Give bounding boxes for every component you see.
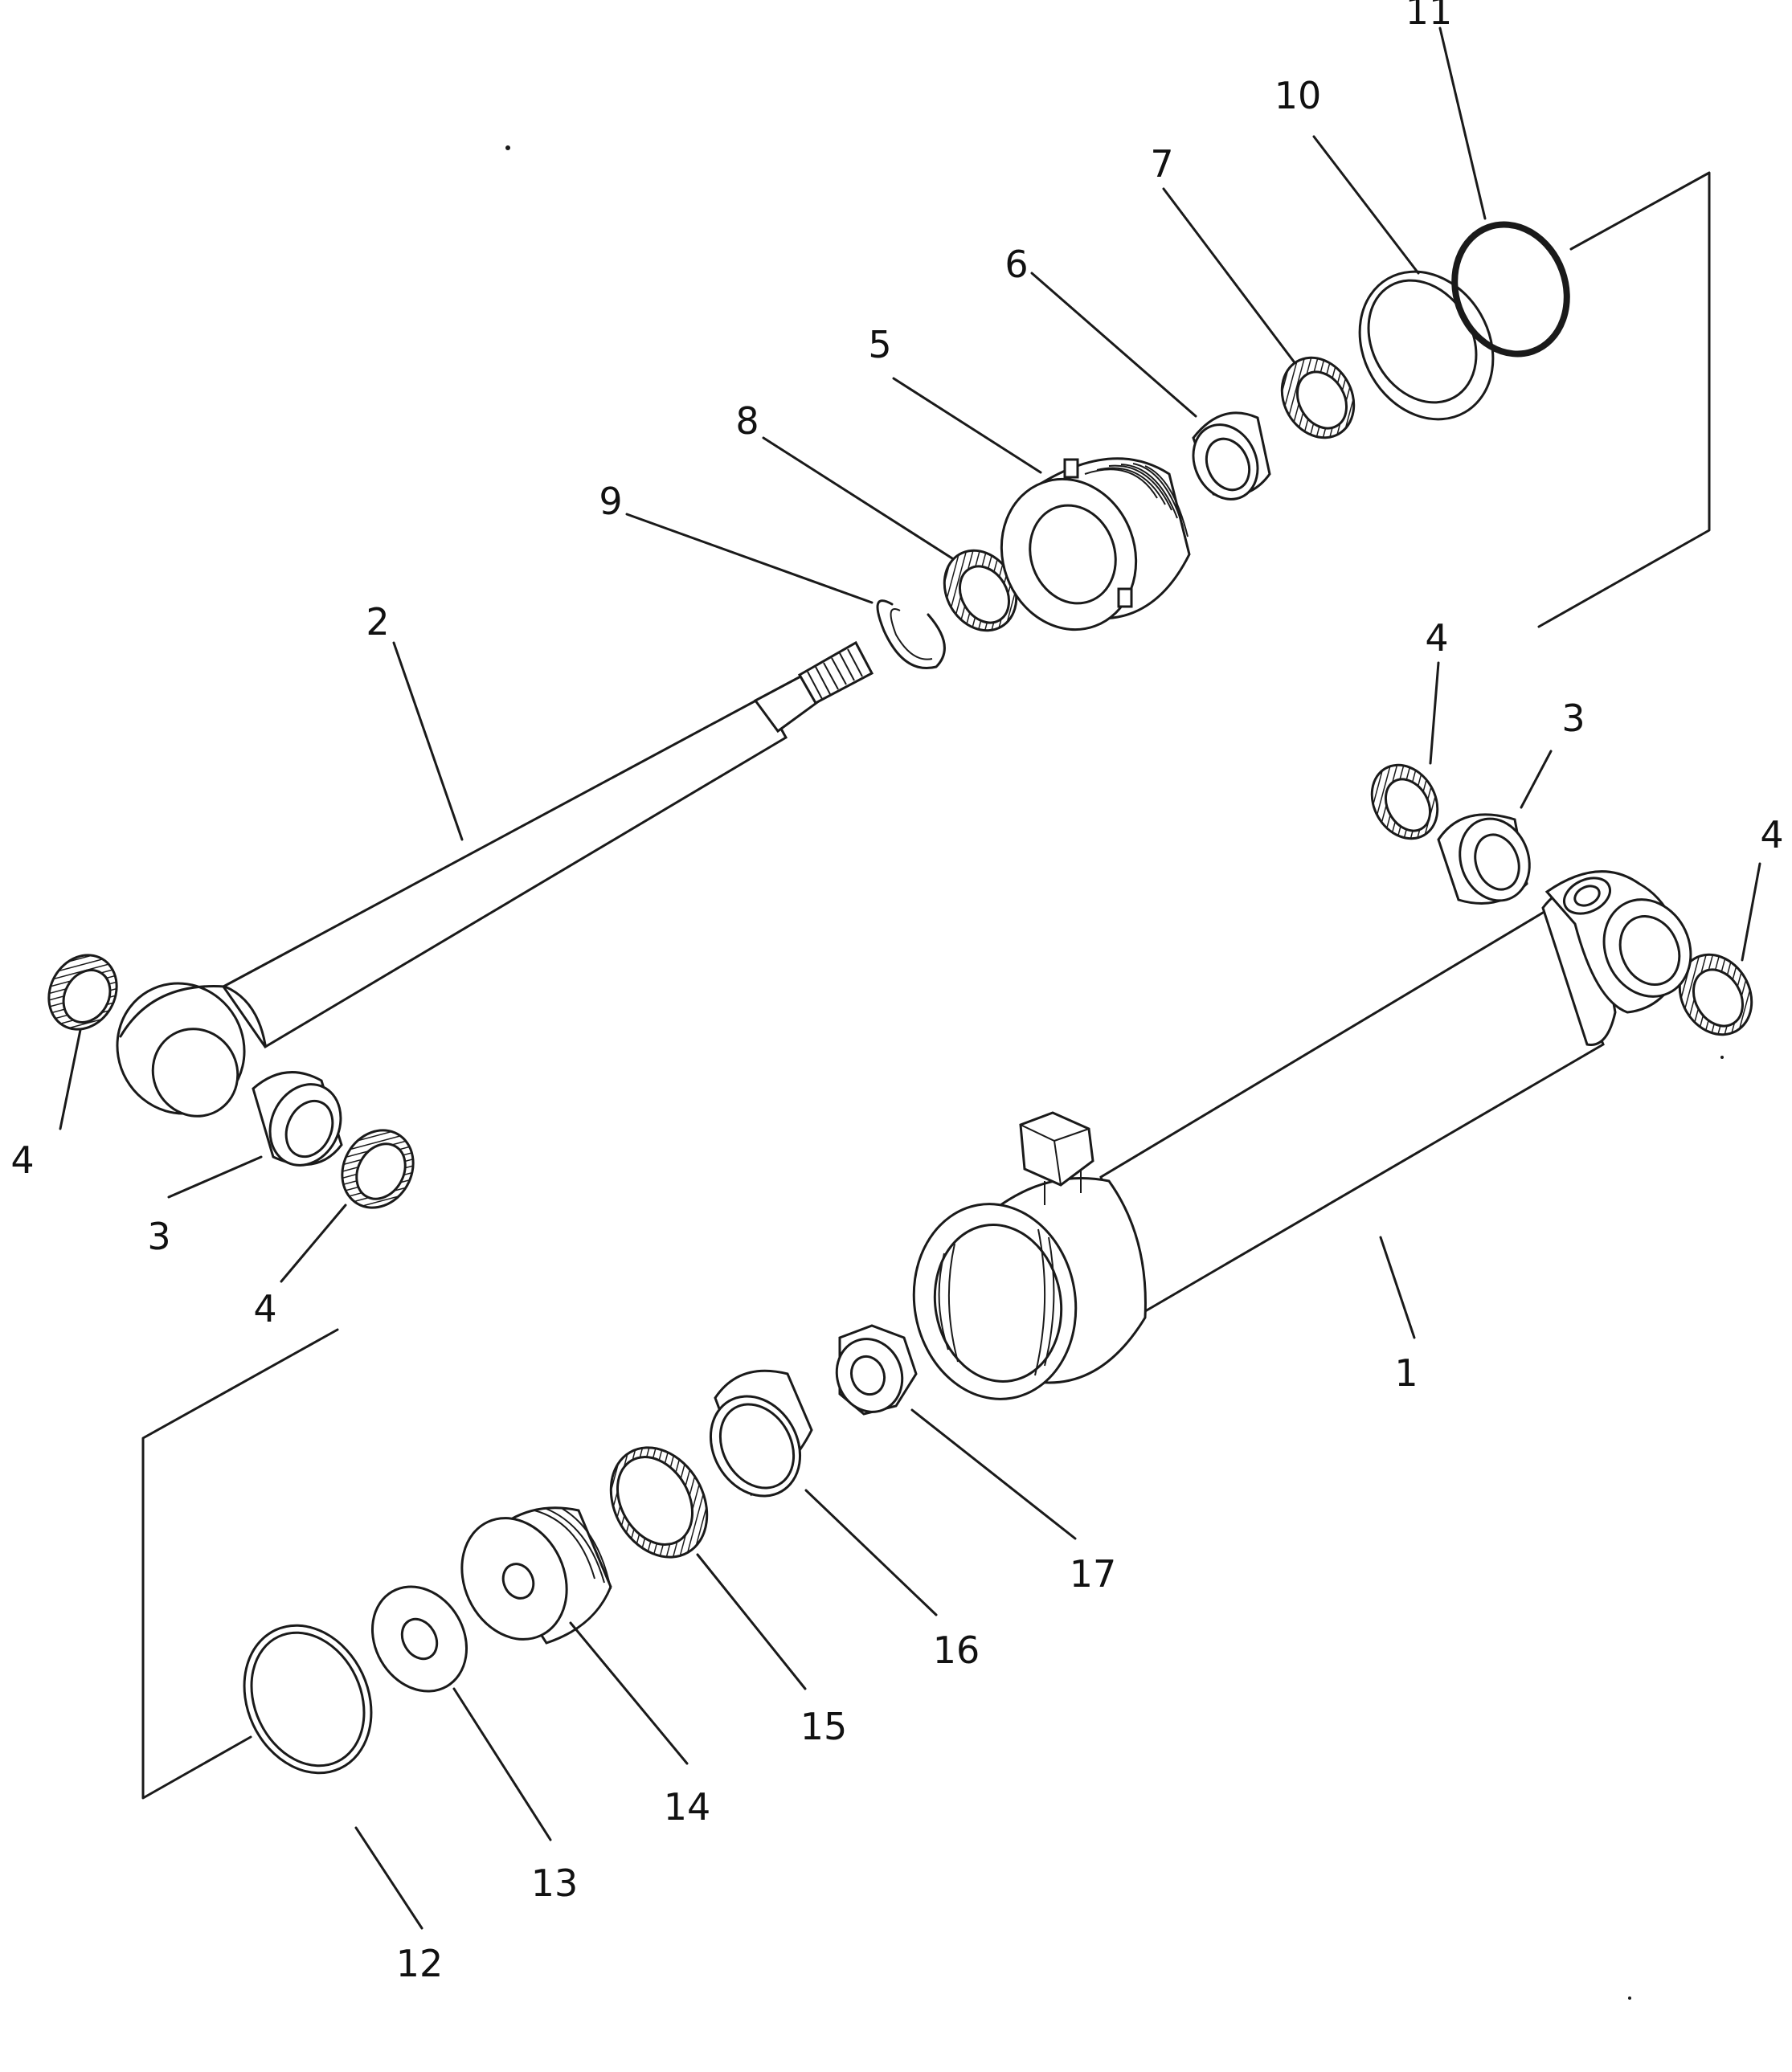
piston-14 [460, 1506, 612, 1645]
cylinder-head [1000, 457, 1191, 631]
piston-nut-17 [835, 1324, 918, 1416]
callout-4-left-top: 4 [10, 1138, 34, 1182]
bushing-right [1437, 813, 1531, 905]
callout-3-left: 3 [147, 1215, 170, 1258]
bushing-ring-left-bottom [341, 1129, 415, 1209]
piston-seal-15 [609, 1446, 709, 1559]
callout-10: 10 [1274, 74, 1322, 117]
o-ring-11 [1451, 221, 1570, 358]
callout-15: 15 [800, 1705, 848, 1748]
wiper-ring-7 [1280, 356, 1356, 439]
callout-9: 9 [599, 480, 622, 523]
leader-lines [59, 27, 1761, 1930]
bushing-6 [1192, 411, 1271, 501]
callout-5: 5 [868, 323, 891, 366]
backup-ring-16 [709, 1369, 813, 1498]
washer-13 [370, 1585, 468, 1693]
callout-3-right: 3 [1561, 697, 1585, 740]
callout-1: 1 [1394, 1351, 1418, 1395]
callout-14: 14 [664, 1785, 711, 1829]
callout-11: 11 [1405, 0, 1453, 33]
piston-rod [116, 640, 874, 1118]
callout-12: 12 [396, 1942, 444, 1985]
snap-ring [876, 599, 946, 669]
bushing-ring-left-top [47, 954, 118, 1031]
bracket-upper-right [1537, 171, 1711, 628]
cylinder-tube [912, 870, 1692, 1400]
bushing-ring-right-bottom [1678, 953, 1753, 1036]
bushing-ring-right-top [1370, 763, 1439, 840]
bushing-left [252, 1071, 343, 1167]
callout-16: 16 [933, 1629, 980, 1672]
o-ring-12 [243, 1624, 373, 1775]
seal-ring-8 [943, 549, 1018, 632]
callout-4-right-bottom: 4 [1760, 813, 1783, 856]
callout-17: 17 [1070, 1552, 1117, 1596]
callout-8: 8 [735, 399, 759, 443]
callout-4-right-top: 4 [1425, 616, 1448, 660]
callout-7: 7 [1150, 142, 1173, 186]
callout-13: 13 [531, 1862, 579, 1905]
bracket-lower-left [141, 1328, 339, 1800]
callout-6: 6 [1004, 243, 1028, 286]
callout-2: 2 [366, 600, 389, 644]
callouts: 1 2 3 3 4 4 4 4 5 6 7 8 9 10 11 12 13 14… [10, 0, 1783, 1985]
callout-4-left-bottom: 4 [253, 1287, 276, 1330]
